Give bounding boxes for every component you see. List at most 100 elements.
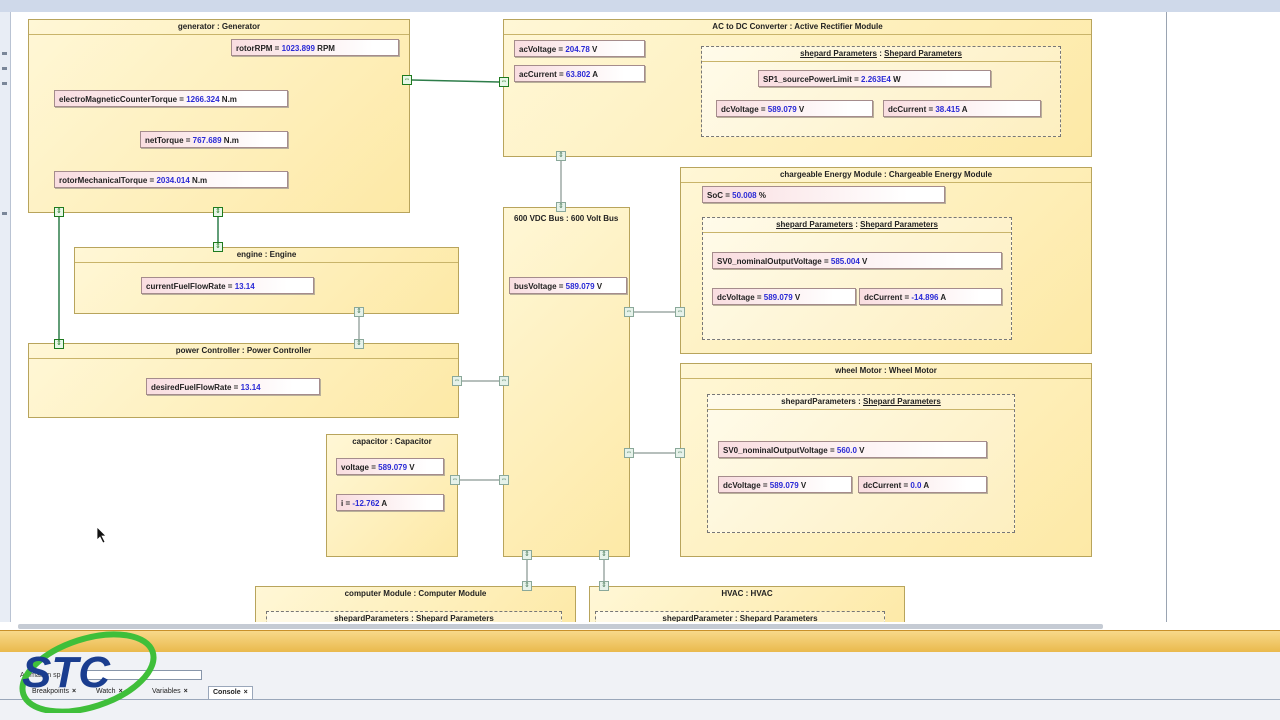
mech-torque-label: rotorMechanicalTorque = [59,176,157,185]
capacitor-voltage-value[interactable]: voltage = 589.079 V [336,458,444,475]
engine-title: engine : Engine [75,248,458,263]
rotor-mechanical-torque-value[interactable]: rotorMechanicalTorque = 2034.014 N.m [54,171,288,188]
power-controller-block[interactable]: power Controller : Power Controller desi… [28,343,459,418]
tab-breakpoints[interactable]: Breakpoints× [28,686,80,698]
capacitor-title: capacitor : Capacitor [352,437,432,446]
chargeable-dc-voltage-value[interactable]: dcVoltage = 589.079 V [712,288,856,305]
soc-value[interactable]: SoC = 50.008 % [702,186,945,203]
mech-torque-unit: N.m [189,176,208,185]
sp1-unit: W [890,75,901,84]
wheel-sv0-number: 560.0 [836,446,857,455]
converter-block[interactable]: AC to DC Converter : Active Rectifier Mo… [503,19,1092,157]
wheel-dc-voltage-value[interactable]: dcVoltage = 589.079 V [718,476,852,493]
tab-variables-close-icon[interactable]: × [183,688,188,695]
wheel-shepard-parameters[interactable]: shepardParameters : Shepard Parameters S… [707,394,1015,533]
power-controller-top-port[interactable]: ⇕ [54,339,64,349]
engine-block[interactable]: engine : Engine currentFuelFlowRate = 13… [74,247,459,314]
ac-voltage-number: 204.78 [565,45,590,54]
rotor-rpm-value[interactable]: rotorRPM = 1023.899 RPM [231,39,399,56]
horizontal-scrollbar[interactable] [18,624,1103,629]
generator-bottom-port-left[interactable]: ⇕ [54,207,64,217]
bus-block[interactable]: 600 VDC Bus : 600 Volt Bus busVoltage = … [503,207,630,557]
tab-console-close-icon[interactable]: × [243,689,248,696]
bus-hvac-port[interactable]: ⇕ [599,550,609,560]
ac-voltage-value[interactable]: acVoltage = 204.78 V [514,40,645,57]
chargeable-bus-port[interactable]: ⇔ [675,307,685,317]
bus-controller-port[interactable]: ⇔ [499,376,509,386]
conv-dci-number: 38.415 [935,105,960,114]
desired-fuel-flow-rate-value[interactable]: desiredFuelFlowRate = 13.14 [146,378,320,395]
right-side-pane [1166,12,1280,622]
converter-params-type: Shepard Parameters [884,49,962,58]
tab-watch-close-icon[interactable]: × [118,688,123,695]
converter-params-title: shepard Parameters : Shepard Parameters [702,47,1060,62]
ac-current-unit: A [590,70,599,79]
wheel-params-name: shepardParameters [781,397,856,406]
converter-dc-voltage-value[interactable]: dcVoltage = 589.079 V [716,100,873,117]
chargeable-energy-block[interactable]: chargeable Energy Module : Chargeable En… [680,167,1092,354]
conv-dcv-unit: V [796,105,805,114]
chg-dci-label: dcCurrent = [864,293,912,302]
bus-chargeable-port[interactable]: ⇔ [624,307,634,317]
capacitor-bus-port[interactable]: ⇔ [450,475,460,485]
generator-out-port[interactable]: ⇔ [402,75,412,85]
chargeable-dc-current-value[interactable]: dcCurrent = -14.896 A [859,288,1002,305]
bus-voltage-label: busVoltage = [514,282,566,291]
bus-top-port[interactable]: ⇕ [556,202,566,212]
generator-bottom-port-right[interactable]: ⇕ [213,207,223,217]
cap-current-unit: A [379,499,388,508]
computer-module-block[interactable]: computer Module : Computer Module shepar… [255,586,576,622]
generator-block[interactable]: generator : Generator rotorRPM = 1023.89… [28,19,410,213]
converter-dc-current-value[interactable]: dcCurrent = 38.415 A [883,100,1041,117]
computer-top-port[interactable]: ⇕ [522,581,532,591]
hvac-block[interactable]: HVAC : HVAC shepardParameter : Shepard P… [589,586,905,622]
tab-variables[interactable]: Variables× [148,686,192,698]
cap-current-label: i = [341,499,353,508]
wheel-dcv-label: dcVoltage = [723,481,770,490]
wheel-dc-current-value[interactable]: dcCurrent = 0.0 A [858,476,987,493]
bus-voltage-number: 589.079 [565,282,595,291]
bus-computer-port[interactable]: ⇕ [522,550,532,560]
bus-capacitor-port[interactable]: ⇔ [499,475,509,485]
soc-unit: % [756,191,766,200]
power-controller-engine-port[interactable]: ⇕ [354,339,364,349]
capacitor-current-value[interactable]: i = -12.762 A [336,494,444,511]
bus-wheel-port[interactable]: ⇔ [624,448,634,458]
status-bar [0,630,1280,653]
computer-shepard-parameters[interactable]: shepardParameters : Shepard Parameters [266,611,562,622]
capacitor-block[interactable]: capacitor : Capacitor voltage = 589.079 … [326,434,458,557]
converter-shepard-parameters[interactable]: shepard Parameters : Shepard Parameters … [701,46,1061,137]
tab-console[interactable]: Console× [208,686,253,699]
hvac-top-port[interactable]: ⇕ [599,581,609,591]
wheel-bus-port[interactable]: ⇔ [675,448,685,458]
bus-voltage-value[interactable]: busVoltage = 589.079 V [509,277,627,294]
converter-bottom-port[interactable]: ⇕ [556,151,566,161]
hvac-shepard-parameters[interactable]: shepardParameter : Shepard Parameters [595,611,885,622]
tab-console-label: Console [213,689,241,696]
tab-breakpoints-close-icon[interactable]: × [71,688,77,695]
ac-current-value[interactable]: acCurrent = 63.802 A [514,65,645,82]
em-counter-torque-value[interactable]: electroMagneticCounterTorque = 1266.324 … [54,90,288,107]
engine-bottom-port[interactable]: ⇕ [354,307,364,317]
wheel-sv0-unit: V [856,446,865,455]
engine-top-port[interactable]: ⇕ [213,242,223,252]
power-controller-bus-port[interactable]: ⇔ [452,376,462,386]
net-torque-value[interactable]: netTorque = 767.689 N.m [140,131,288,148]
cap-current-number: -12.762 [352,499,380,508]
mech-torque-number: 2034.014 [156,176,190,185]
diagram-canvas[interactable]: generator : Generator rotorRPM = 1023.89… [11,12,1166,622]
chg-sv0-number: 585.004 [830,257,860,266]
sp1-source-power-limit-value[interactable]: SP1_sourcePowerLimit = 2.263E4 W [758,70,991,87]
current-fuel-flow-rate-value[interactable]: currentFuelFlowRate = 13.14 [141,277,314,294]
tab-watch[interactable]: Watch× [92,686,127,698]
chargeable-shepard-parameters[interactable]: shepard Parameters : Shepard Parameters … [702,217,1012,340]
chg-dcv-label: dcVoltage = [717,293,764,302]
converter-in-port[interactable]: ⇔ [499,77,509,87]
sp1-label: SP1_sourcePowerLimit = [763,75,862,84]
hvac-params-title: shepardParameter : Shepard Parameters [596,612,884,622]
bus-title: 600 VDC Bus : 600 Volt Bus [514,214,619,223]
wheel-motor-block[interactable]: wheel Motor : Wheel Motor shepardParamet… [680,363,1092,557]
chargeable-sv0-value[interactable]: SV0_nominalOutputVoltage = 585.004 V [712,252,1002,269]
conv-dci-unit: A [959,105,968,114]
wheel-sv0-value[interactable]: SV0_nominalOutputVoltage = 560.0 V [718,441,987,458]
